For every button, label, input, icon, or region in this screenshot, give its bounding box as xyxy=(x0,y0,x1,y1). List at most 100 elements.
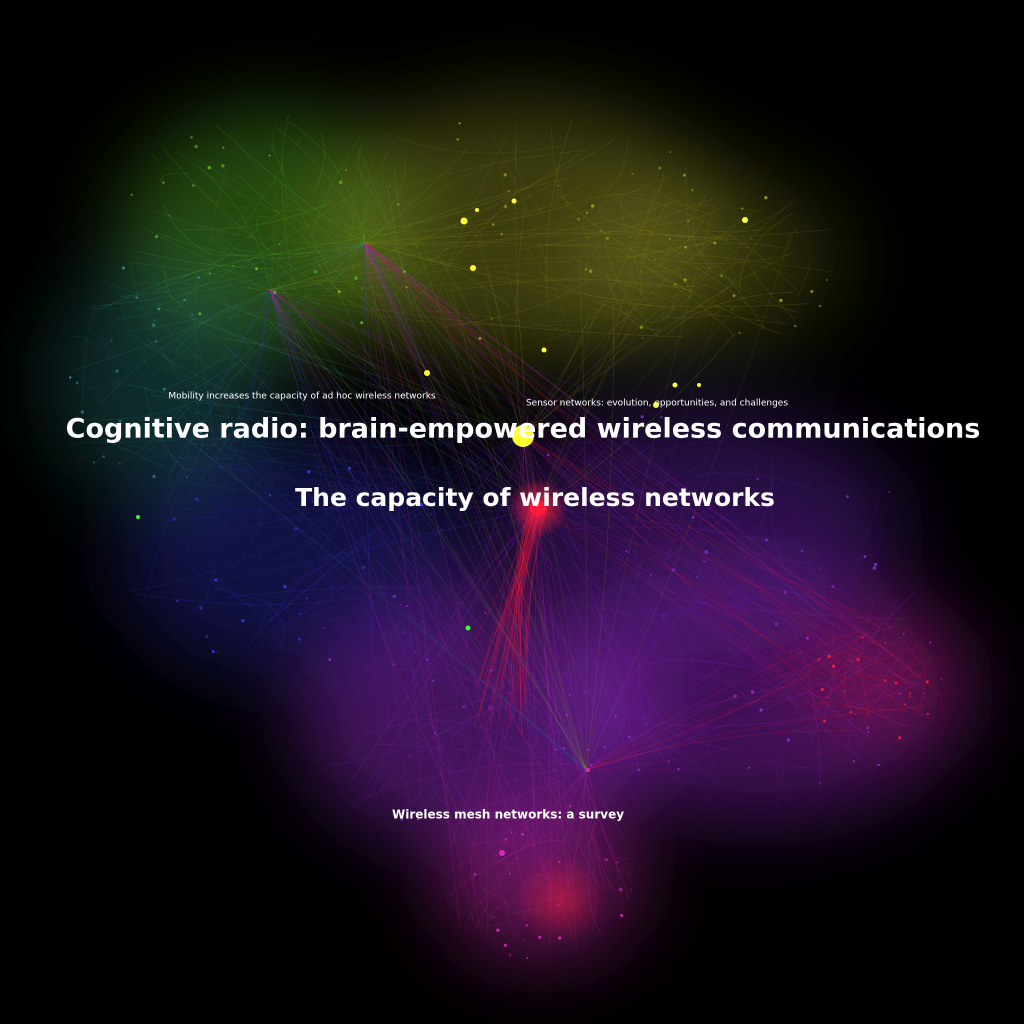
paper-node xyxy=(603,746,607,749)
paper-node xyxy=(591,204,595,208)
paper-node xyxy=(115,369,119,373)
citation-edge xyxy=(844,632,862,712)
paper-node xyxy=(484,611,487,615)
citation-edge xyxy=(364,242,461,928)
paper-node xyxy=(154,340,158,343)
paper-node xyxy=(747,247,749,249)
node-yellow-hub xyxy=(653,402,659,408)
paper-node xyxy=(557,184,559,187)
citation-edge xyxy=(491,768,587,790)
paper-node xyxy=(805,636,809,640)
paper-nodes xyxy=(69,122,943,960)
paper-node xyxy=(361,288,364,290)
citation-edge xyxy=(525,507,544,869)
paper-node xyxy=(338,180,343,184)
paper-node xyxy=(687,219,690,222)
citation-edge xyxy=(364,242,617,618)
citation-edge xyxy=(244,435,524,628)
citation-edge xyxy=(269,289,624,547)
citation-edge xyxy=(522,435,828,677)
citation-edge xyxy=(522,250,797,437)
citation-edge xyxy=(167,392,198,498)
citation-edge xyxy=(696,472,813,489)
citation-edge xyxy=(770,747,784,816)
citation-edge xyxy=(464,883,498,932)
citation-edge xyxy=(606,272,662,331)
citation-edge xyxy=(269,289,726,817)
paper-node xyxy=(863,555,867,558)
citation-edge xyxy=(174,135,303,311)
citation-edge xyxy=(673,249,799,279)
citation-edge xyxy=(598,460,636,502)
citation-edge xyxy=(208,289,271,488)
citation-edge xyxy=(574,649,838,713)
citation-edge xyxy=(210,166,539,509)
citation-edge xyxy=(475,678,619,786)
citation-edge xyxy=(692,648,718,775)
citation-edge xyxy=(485,906,500,943)
citation-edge xyxy=(382,256,587,771)
citation-edge xyxy=(613,688,901,722)
citation-edge xyxy=(183,404,587,771)
paper-node xyxy=(216,651,219,653)
citation-edge xyxy=(627,207,720,228)
citation-edge xyxy=(616,699,735,752)
citation-edge xyxy=(364,242,423,326)
citation-edge xyxy=(875,618,921,665)
citation-edge xyxy=(340,194,366,244)
citation-edge xyxy=(655,275,791,325)
citation-edge xyxy=(364,242,526,492)
citation-edge xyxy=(269,280,386,300)
paper-node xyxy=(818,304,822,308)
citation-edge xyxy=(702,221,784,233)
citation-edge xyxy=(666,242,771,315)
paper-node xyxy=(908,695,911,698)
citation-edge xyxy=(552,445,704,519)
paper-node xyxy=(696,576,698,579)
citation-edge xyxy=(269,289,880,629)
citation-edge xyxy=(314,257,348,292)
citation-edge xyxy=(348,263,539,509)
citation-edge xyxy=(92,302,203,466)
paper-node xyxy=(668,237,671,240)
paper-node xyxy=(826,696,829,699)
citation-edge xyxy=(364,229,830,247)
citation-edge xyxy=(364,242,714,694)
paper-node xyxy=(152,474,156,479)
citation-edge xyxy=(357,241,610,314)
citation-edge xyxy=(822,672,931,677)
citation-edge xyxy=(192,289,271,645)
citation-edge xyxy=(421,718,587,771)
citation-edge xyxy=(569,576,684,607)
paper-node xyxy=(614,714,618,718)
citation-edge xyxy=(664,271,803,315)
citation-edge xyxy=(876,595,901,675)
citation-edge xyxy=(853,531,884,559)
citation-edge xyxy=(269,289,672,457)
citation-edge xyxy=(815,634,932,720)
citation-edge xyxy=(617,248,736,337)
paper-node xyxy=(153,319,155,322)
paper-node xyxy=(940,677,943,680)
citation-edge xyxy=(172,487,238,534)
citation-edge xyxy=(448,435,524,632)
paper-node xyxy=(872,566,876,570)
citation-edge xyxy=(144,456,539,509)
citation-edge xyxy=(913,642,926,713)
citation-edge xyxy=(269,215,381,291)
citation-edge xyxy=(269,289,622,834)
citation-edge xyxy=(364,242,475,925)
paper-node xyxy=(764,538,768,542)
paper-node xyxy=(162,181,165,184)
citation-edge xyxy=(715,262,765,331)
citation-edge xyxy=(246,529,446,655)
citation-edge xyxy=(585,706,924,771)
citation-edge xyxy=(269,289,580,826)
paper-node xyxy=(616,861,618,864)
paper-node xyxy=(130,193,133,196)
citation-edge xyxy=(364,242,421,796)
citation-edge xyxy=(838,646,878,663)
citation-edge xyxy=(581,769,596,856)
paper-node xyxy=(314,270,318,274)
citation-edge xyxy=(611,459,710,497)
